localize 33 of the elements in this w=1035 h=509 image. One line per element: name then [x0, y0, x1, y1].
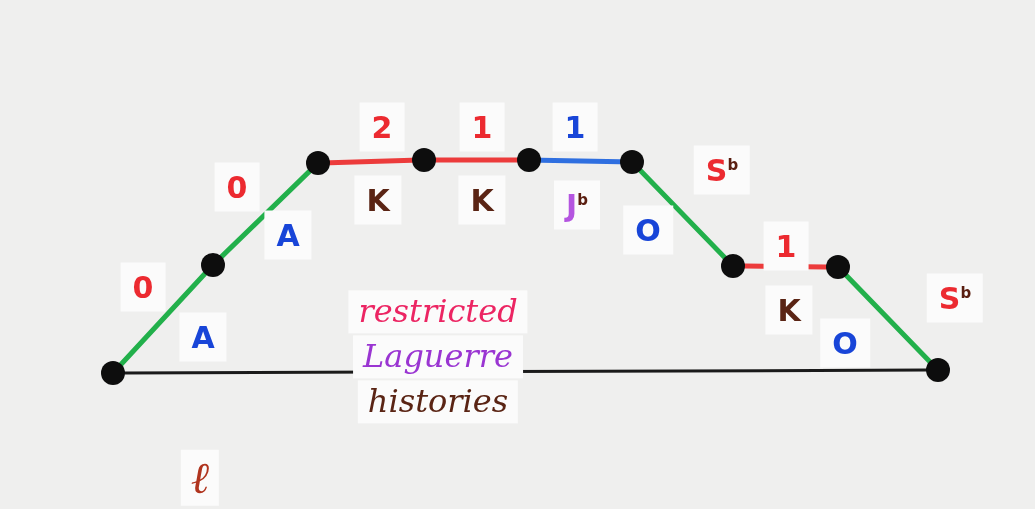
step-weight: S$^{b}$ — [693, 145, 751, 195]
step-weight: A — [264, 210, 312, 260]
step-weight: K — [765, 285, 813, 335]
handwritten-word: ℓ — [180, 449, 220, 507]
step-weight: 1 — [459, 102, 505, 152]
vertex-dot — [101, 361, 125, 385]
step-weight: J$^{b}$ — [554, 180, 600, 230]
step-weight: 0 — [214, 162, 260, 212]
step-weight: 0 — [120, 262, 166, 312]
handwritten-word: Laguerre — [353, 335, 523, 379]
vertex-dot — [201, 253, 225, 277]
path-step — [219, 168, 312, 260]
vertex-dot — [412, 148, 436, 172]
step-weight: S$^{b}$ — [926, 273, 984, 323]
step-weight: O — [623, 205, 673, 255]
vertex-dot — [620, 150, 644, 174]
path-step — [843, 273, 933, 364]
vertex-dot — [926, 358, 950, 382]
step-weight: 1 — [763, 221, 809, 271]
vertex-dot — [826, 255, 850, 279]
step-weight: K — [354, 175, 402, 225]
step-weight: K — [458, 175, 506, 225]
handwritten-word: histories — [357, 380, 519, 424]
vertex-dot — [721, 254, 745, 278]
handwritten-word: restricted — [348, 290, 528, 334]
step-weight: O — [820, 318, 870, 368]
vertex-dot — [517, 148, 541, 172]
path-step — [118, 271, 208, 367]
step-weight: 1 — [552, 102, 598, 152]
vertex-dot — [306, 151, 330, 175]
path-step — [637, 168, 728, 260]
step-weight: A — [179, 312, 227, 362]
step-weight: 2 — [359, 102, 405, 152]
